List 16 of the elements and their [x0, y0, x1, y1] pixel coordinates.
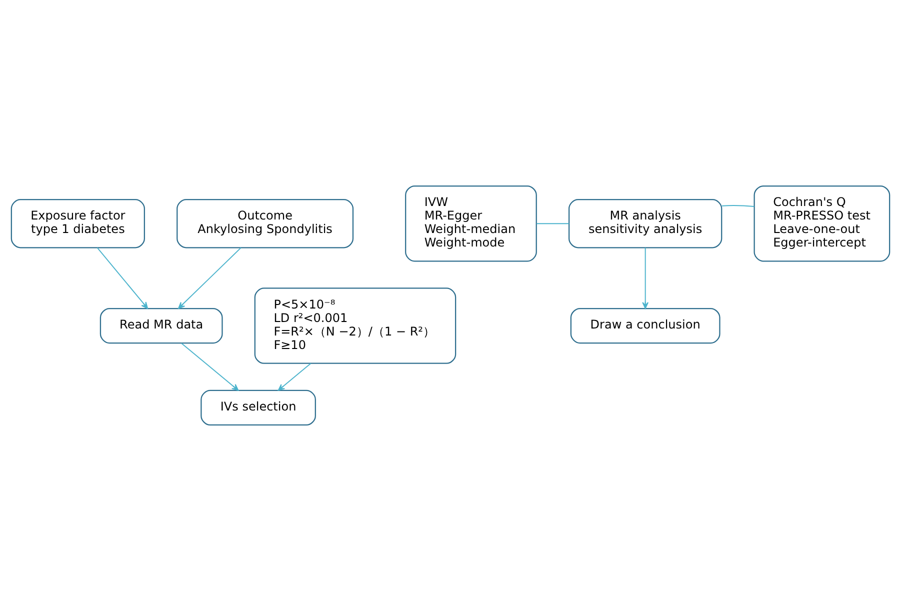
arrow [642, 247, 649, 309]
node-box: Exposure factor type 1 diabetes [10, 198, 145, 248]
connector [721, 205, 755, 207]
arrow [178, 247, 242, 309]
node-box: Cochran's Q MR-PRESSO test Leave-one-out Egger-intercept [754, 185, 890, 262]
arrow [96, 247, 148, 309]
node-box: IVW MR-Egger Weight-median Weight-mode [405, 185, 537, 262]
node-box: IVs selection [200, 390, 316, 426]
node-box: Outcome Ankylosing Spondylitis [176, 198, 354, 248]
node-box: Read MR data [100, 308, 223, 344]
connector [536, 223, 570, 224]
node-box: P<5×10⁻⁸ LD r²<0.001 F=R²×（N −2）/（1 − R²） F≥10 [254, 288, 456, 364]
arrow [180, 342, 239, 391]
node-box: MR analysis sensitivity analysis [568, 198, 722, 248]
arrow [278, 362, 312, 391]
node-box: Draw a conclusion [570, 308, 720, 344]
